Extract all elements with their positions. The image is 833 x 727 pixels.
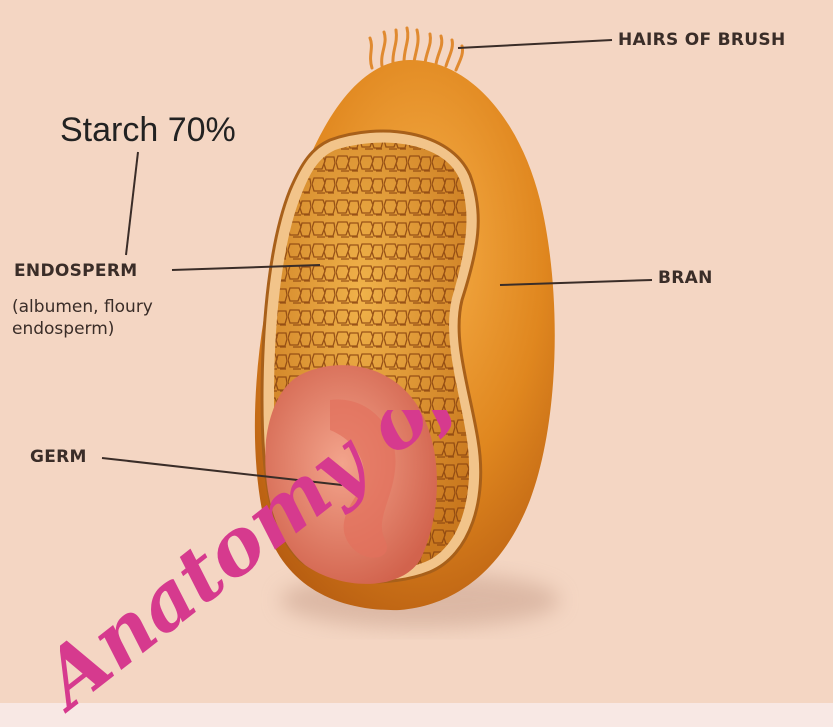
- label-starch: Starch 70%: [60, 111, 236, 149]
- germ-embryo: [330, 399, 396, 558]
- bottom-band: [0, 703, 833, 727]
- label-endosperm-detail: (albumen, floury endosperm): [12, 296, 232, 340]
- leader-endosperm: [171, 264, 321, 271]
- title-anatomy-of-a-grain: Anatomy of a grain: [60, 410, 739, 727]
- leader-bran: [499, 279, 653, 286]
- leader-starch: [125, 151, 139, 256]
- germ: [265, 365, 437, 584]
- title-text: Anatomy of a grain: [60, 410, 739, 727]
- label-bran: BRAN: [658, 268, 713, 288]
- label-germ: GERM: [30, 447, 87, 467]
- leader-germ: [101, 457, 343, 486]
- leader-lines: [101, 39, 653, 486]
- endosperm-detail-line-2: endosperm): [12, 319, 115, 339]
- endosperm-detail-line-1: (albumen, floury: [12, 297, 153, 317]
- label-endosperm: ENDOSPERM: [14, 261, 138, 281]
- leader-hairs: [457, 39, 613, 49]
- label-hairs-of-brush: HAIRS OF BRUSH: [618, 30, 786, 50]
